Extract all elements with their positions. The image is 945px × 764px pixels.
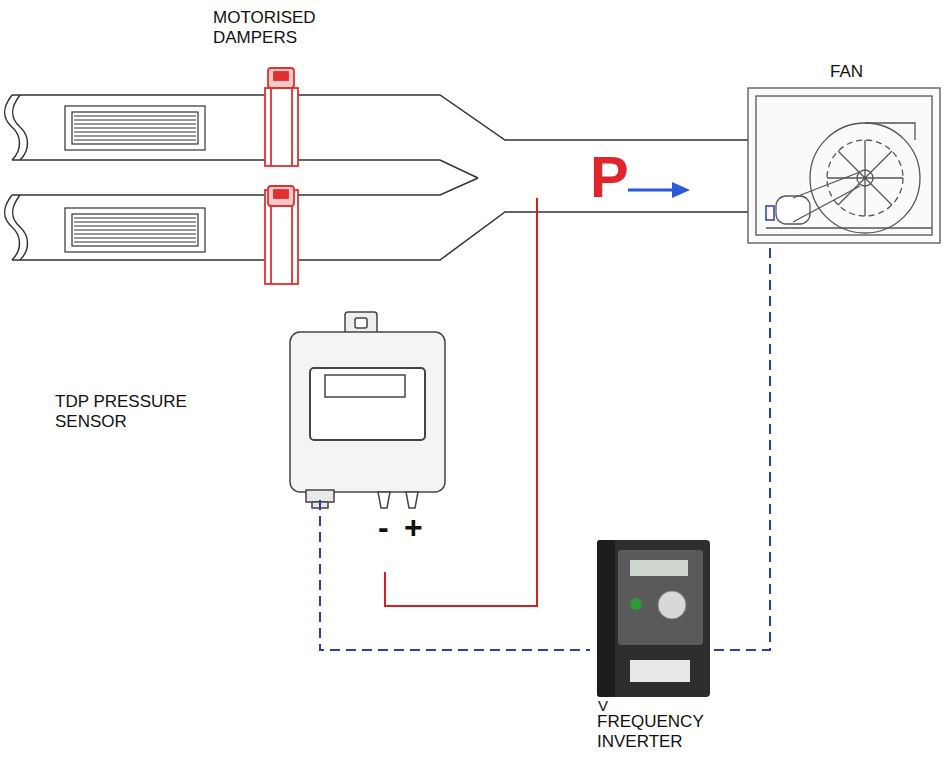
grille (72, 214, 198, 246)
flow-arrow (628, 189, 674, 192)
fan-base (766, 227, 932, 228)
duct-break (5, 95, 20, 160)
duct-top (12, 95, 748, 140)
inverter-button (630, 598, 642, 610)
terminal-label: V (598, 697, 618, 714)
damper-blade (271, 88, 292, 166)
inverter-plate (630, 660, 690, 682)
node-label: TDP PRESSURE SENSOR (55, 392, 195, 431)
damper-actuator-cap (274, 190, 288, 198)
duct-bottom (12, 212, 748, 260)
grille (65, 208, 205, 252)
grille-slats (74, 218, 196, 242)
node-label: FAN (830, 62, 930, 82)
damper-actuator (268, 68, 294, 88)
fan-wheel (827, 140, 903, 216)
duct-break (13, 195, 28, 260)
part-label: MOTORISED DAMPERS (213, 8, 338, 47)
pressure-port (378, 492, 390, 508)
inverter-display (630, 560, 688, 576)
pressure-port (406, 492, 418, 508)
node-label: FREQUENCY INVERTER (597, 712, 711, 751)
duct-top-inner (12, 160, 478, 178)
inverter-body (597, 540, 710, 697)
fan-bracket (766, 206, 774, 220)
duct-break (13, 95, 28, 160)
inverter-knob (658, 591, 686, 619)
duct-bottom-inner (12, 178, 478, 195)
sensor-cap-hole (355, 318, 367, 328)
sensor-screen (310, 368, 425, 440)
grille (65, 106, 205, 150)
fan-housing (748, 88, 940, 243)
fan-scroll (810, 123, 920, 233)
fan-frame (756, 96, 932, 235)
port-sign: + (404, 511, 426, 543)
fan-spokes (827, 140, 903, 216)
frequency-inverter: FREQUENCY INVERTER (590, 535, 714, 763)
sensor-cap (345, 312, 377, 334)
inverter-panel (618, 550, 703, 645)
inverter-side (597, 540, 615, 697)
sensor-housing (290, 332, 445, 492)
grille (72, 112, 198, 144)
damper (265, 88, 298, 166)
grille-slats (74, 116, 196, 140)
pressure-sensor: TDP PRESSURE SENSOR (50, 310, 450, 500)
fan-outlet (865, 123, 915, 140)
fan-belt (793, 172, 860, 222)
fan-unit: FAN (748, 58, 940, 246)
fan-motor (776, 196, 810, 224)
damper-actuator-cap (274, 72, 288, 80)
signal-wire (320, 500, 590, 650)
signal-wire (714, 246, 770, 650)
sensor-display (325, 375, 405, 397)
damper-actuator (268, 186, 294, 206)
port-sign: - (378, 511, 394, 543)
pressure-symbol: P (590, 148, 640, 206)
duct-break (5, 195, 20, 260)
flow-arrowhead (672, 182, 690, 198)
